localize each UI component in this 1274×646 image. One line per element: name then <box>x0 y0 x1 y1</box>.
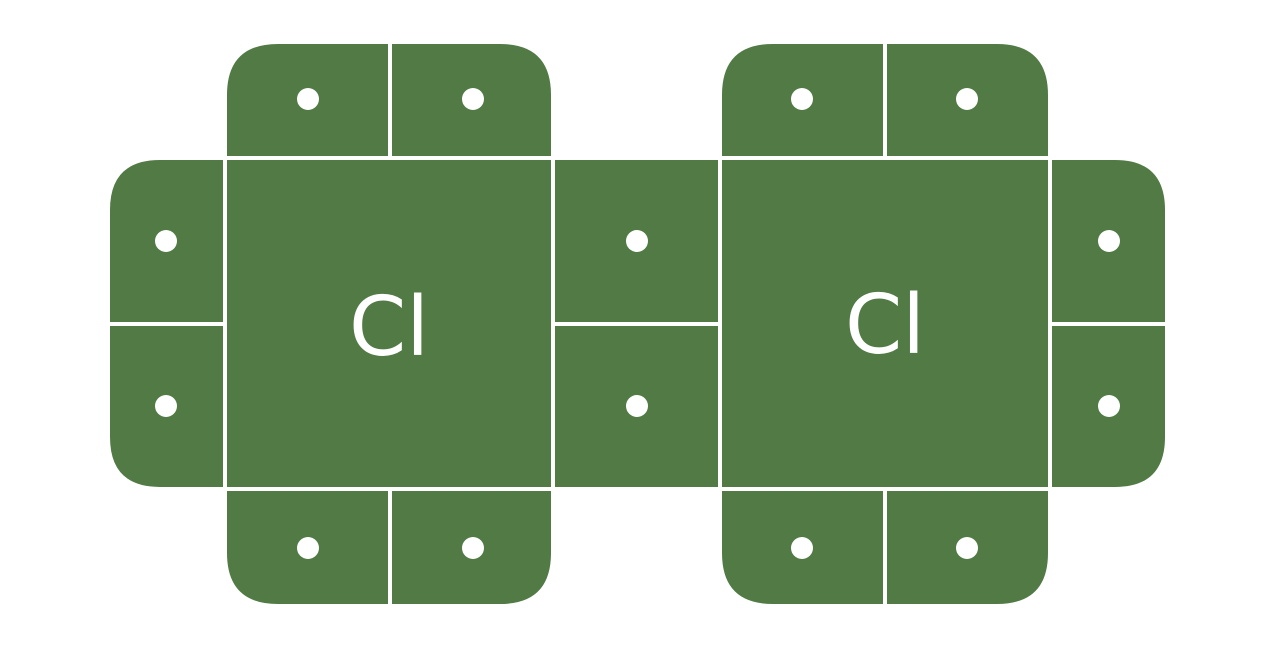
atom-1-electron-bottom-left <box>297 537 319 559</box>
molecule-shape <box>106 40 1169 608</box>
atom-1-electron-left-bottom <box>155 395 177 417</box>
shared-electron-upper <box>626 230 648 252</box>
atom-1-electron-left-top <box>155 230 177 252</box>
left-atom-symbol: Cl <box>349 280 429 375</box>
shared-electron-lower <box>626 395 648 417</box>
left-atom-core <box>223 156 555 491</box>
right-atom-core <box>718 156 1052 491</box>
electron-dots <box>155 88 1120 559</box>
atom-1-electron-bottom-right <box>462 537 484 559</box>
atom-1-electron-top-right <box>462 88 484 110</box>
atom-2-electron-bottom-left <box>791 537 813 559</box>
atom-2-electron-bottom-right <box>956 537 978 559</box>
atom-2-electron-right-top <box>1098 230 1120 252</box>
atom-2-electron-right-bottom <box>1098 395 1120 417</box>
atom-1-electron-top-left <box>297 88 319 110</box>
right-atom-symbol: Cl <box>845 278 925 373</box>
atom-2-electron-top-left <box>791 88 813 110</box>
atom-2-electron-top-right <box>956 88 978 110</box>
